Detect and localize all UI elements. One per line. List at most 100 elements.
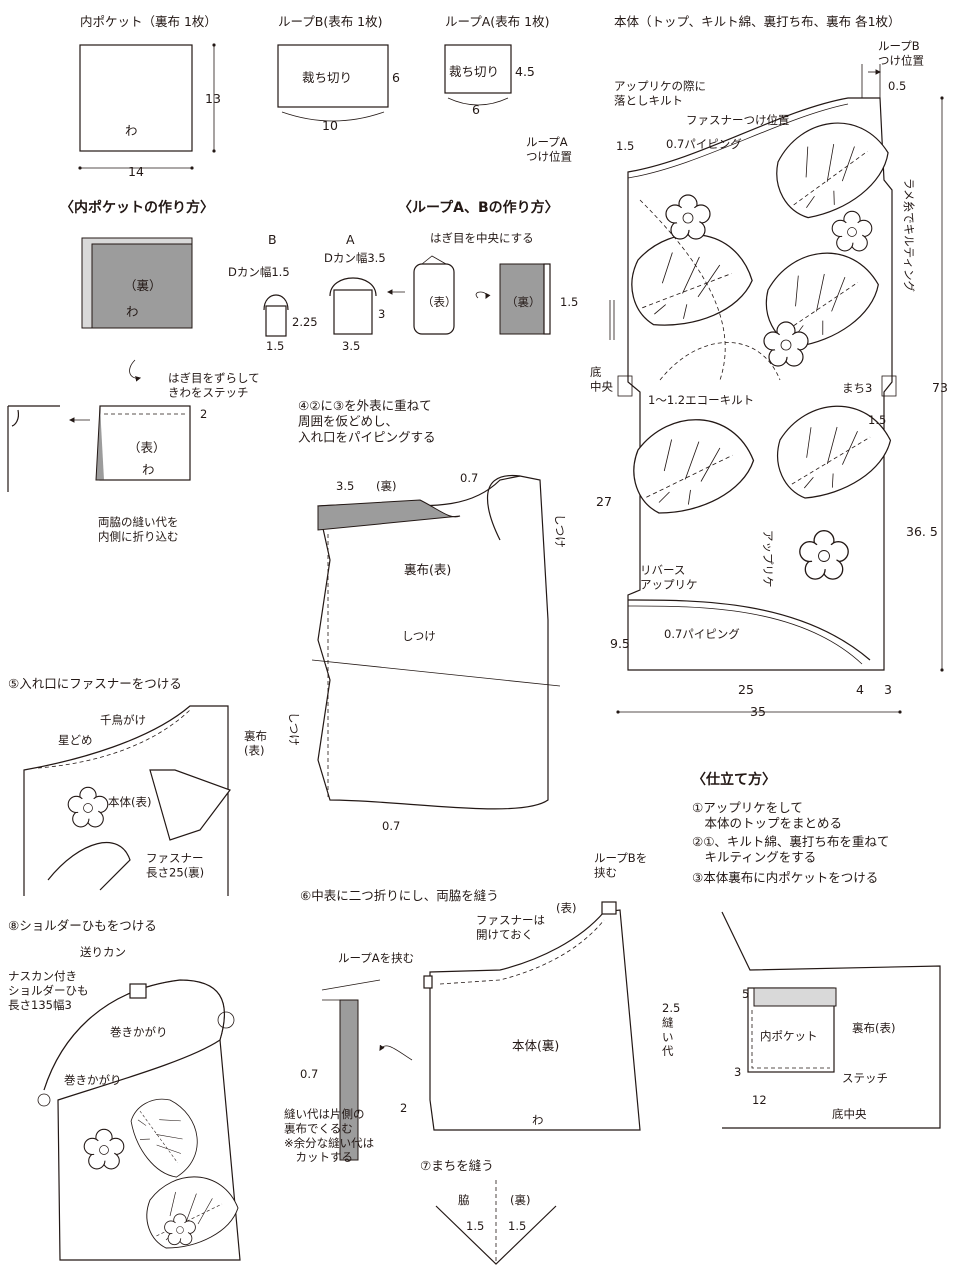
step5-lining: 裏布(表) bbox=[244, 729, 267, 757]
inner-pocket-height: 13 bbox=[205, 91, 221, 106]
loop-a-height: 4.5 bbox=[515, 64, 535, 79]
loop-a-3: 3 bbox=[378, 307, 385, 321]
step6-seam-note: 縫い代は片側の裏布でくるむ※余分な縫い代は カットする bbox=[284, 1107, 374, 1164]
step6-fold: わ bbox=[532, 1113, 544, 1127]
step7-r: 1.5 bbox=[508, 1219, 526, 1233]
loop-b-15: 1.5 bbox=[266, 339, 284, 353]
finishing-stitch: ステッチ bbox=[842, 1071, 888, 1085]
loopa-margin: 1.5 bbox=[616, 139, 634, 153]
step5: ⑤入れ口にファスナーをつける 千鳥がけ 星どめ 裏布(表) 本体(表) ファスナ… bbox=[8, 676, 267, 896]
applique-quilt-note: アップリケの際に落としキルト bbox=[614, 79, 706, 107]
step4-shitsuke1: しつけ bbox=[553, 514, 567, 548]
step4-shitsuke3: しつけ bbox=[287, 712, 301, 746]
step5-hoshi: 星どめ bbox=[58, 733, 93, 747]
loop-b-225: 2.25 bbox=[292, 315, 318, 329]
echo-quilt: 1〜1.2エコーキルト bbox=[648, 393, 754, 407]
step4-lining: 裏布(表) bbox=[404, 562, 451, 577]
finishing-step-1: ①アップリケをして 本体のトップをまとめる bbox=[692, 800, 842, 831]
piping-bottom: 0.7パイピング bbox=[664, 627, 740, 641]
step6-omote: (表) bbox=[556, 901, 576, 915]
finishing-d12: 12 bbox=[752, 1093, 767, 1107]
loop-b-pattern: ループB(表布 1枚) 裁ち切り 6 10 bbox=[277, 14, 400, 133]
step7-ura: (裏) bbox=[510, 1193, 530, 1207]
loop-center-note: はぎ目を中央にする bbox=[430, 231, 534, 245]
pocket-dim: 2 bbox=[200, 407, 207, 421]
lame-thread-note: ラメ糸でキルティング bbox=[902, 178, 916, 292]
loop-b-height: 6 bbox=[392, 70, 400, 85]
finishing-d3: 3 bbox=[734, 1065, 741, 1079]
width-total: 35 bbox=[750, 704, 766, 719]
pocket-step-note: はぎ目をずらしてきわをステッチ bbox=[168, 371, 260, 399]
reverse-applique: リバースアップリケ bbox=[640, 563, 698, 591]
bottom-center: 底中央 bbox=[590, 365, 613, 393]
loop-howto-title: 〈ループA、Bの作り方〉 bbox=[398, 199, 559, 216]
step6-loopa: ループAを挟む bbox=[338, 951, 414, 965]
finishing-d5: 5 bbox=[742, 987, 749, 1001]
pocket-omote: （表） bbox=[128, 440, 166, 455]
pocket-howto: 〈内ポケットの作り方〉 （裏） わ はぎ目をずらしてきわをステッチ 2 （表） … bbox=[7, 199, 260, 543]
loop-b-dkan: Dカン幅1.5 bbox=[228, 265, 290, 279]
loop-a-pattern: ループA(表布 1枚) 裁ち切り 4.5 6 bbox=[444, 14, 549, 117]
step4-bias: 3.5 bbox=[336, 479, 354, 493]
step6-zip-open: ファスナーは開けておく bbox=[476, 913, 545, 941]
finishing-pocket: 内ポケット bbox=[760, 1029, 818, 1043]
loop-a-width: 6 bbox=[472, 102, 480, 117]
loop-omote: （表） bbox=[422, 295, 457, 309]
pocket-ura: （裏） bbox=[124, 278, 162, 293]
step7: ⑦まちを縫う 脇 (裏) 1.5 1.5 bbox=[420, 1158, 557, 1265]
gusset-margin: 1.5 bbox=[868, 413, 886, 427]
height-right: 36. 5 bbox=[906, 524, 938, 539]
step4-bias-ura: (裏) bbox=[376, 479, 396, 493]
zipper-position: ファスナーつけ位置 bbox=[686, 113, 790, 127]
inner-pocket-fold: わ bbox=[125, 123, 138, 138]
inner-pocket-pattern: 内ポケット（裏布 1枚） 13 14 わ bbox=[78, 14, 221, 179]
piping-top: 0.7パイピング bbox=[666, 137, 742, 151]
body-title: 本体（トップ、キルト綿、裏打ち布、裏布 各1枚） bbox=[614, 14, 901, 29]
step6-p07: 0.7 bbox=[300, 1067, 318, 1081]
step8-makikagari2: 巻きかがり bbox=[64, 1073, 122, 1087]
pocket-fold: わ bbox=[126, 304, 139, 319]
loop-a-cut: 裁ち切り bbox=[449, 64, 499, 79]
loop-ura: （裏） bbox=[506, 295, 541, 309]
step4-p07b: 0.7 bbox=[382, 819, 400, 833]
finishing-bottom: 底中央 bbox=[832, 1107, 867, 1121]
height-side: 27 bbox=[596, 494, 612, 509]
step6-body: 本体(裏) bbox=[512, 1038, 559, 1053]
height-bottom: 9.5 bbox=[610, 636, 630, 651]
finishing-step-2: ②①、キルト綿、裏打ち布を重ねて キルティングをする bbox=[692, 834, 889, 865]
finishing: 〈仕立て方〉 ①アップリケをして 本体のトップをまとめる ②①、キルト綿、裏打ち… bbox=[692, 771, 941, 1129]
step6-d2: 2 bbox=[400, 1101, 407, 1115]
height-total: 73 bbox=[932, 380, 948, 395]
step4-text: ④②に③を外表に重ねて周囲を仮どめし、入れ口をパイピングする bbox=[298, 398, 436, 444]
step7-side: 脇 bbox=[458, 1193, 470, 1207]
step5-body: 本体(表) bbox=[108, 795, 151, 809]
loopb-margin: 0.5 bbox=[888, 79, 906, 93]
finishing-lining: 裏布(表) bbox=[852, 1021, 895, 1035]
step8-makikagari1: 巻きかがり bbox=[110, 1025, 168, 1039]
step8: ⑧ショルダーひもをつける 送りカン ナスカン付きショルダーひも長さ135幅3 巻… bbox=[8, 918, 241, 1261]
finishing-title: 〈仕立て方〉 bbox=[692, 771, 776, 788]
loop-b-width: 10 bbox=[322, 118, 338, 133]
step5-chidori: 千鳥がけ bbox=[100, 713, 146, 727]
loop-dim15: 1.5 bbox=[560, 295, 578, 309]
step8-okurikan: 送りカン bbox=[80, 945, 126, 959]
step4-p07: 0.7 bbox=[460, 471, 478, 485]
gusset-label: まち3 bbox=[842, 381, 872, 395]
step5-text: ⑤入れ口にファスナーをつける bbox=[8, 676, 182, 691]
inner-pocket-title: 内ポケット（裏布 1枚） bbox=[80, 14, 217, 29]
step6-loopb: ループBを挟む bbox=[594, 851, 647, 879]
width-4: 4 bbox=[856, 682, 864, 697]
loop-a-dkan: Dカン幅3.5 bbox=[324, 251, 386, 265]
pocket-howto-title: 〈内ポケットの作り方〉 bbox=[60, 199, 214, 216]
step4-shitsuke2: しつけ bbox=[402, 629, 436, 643]
loop-a-title: ループA(表布 1枚) bbox=[445, 14, 549, 29]
loop-b-title: ループB(表布 1枚) bbox=[278, 14, 383, 29]
applique-label: アップリケ bbox=[761, 530, 775, 588]
loop-b-cut: 裁ち切り bbox=[302, 70, 352, 85]
loop-a-35: 3.5 bbox=[342, 339, 360, 353]
